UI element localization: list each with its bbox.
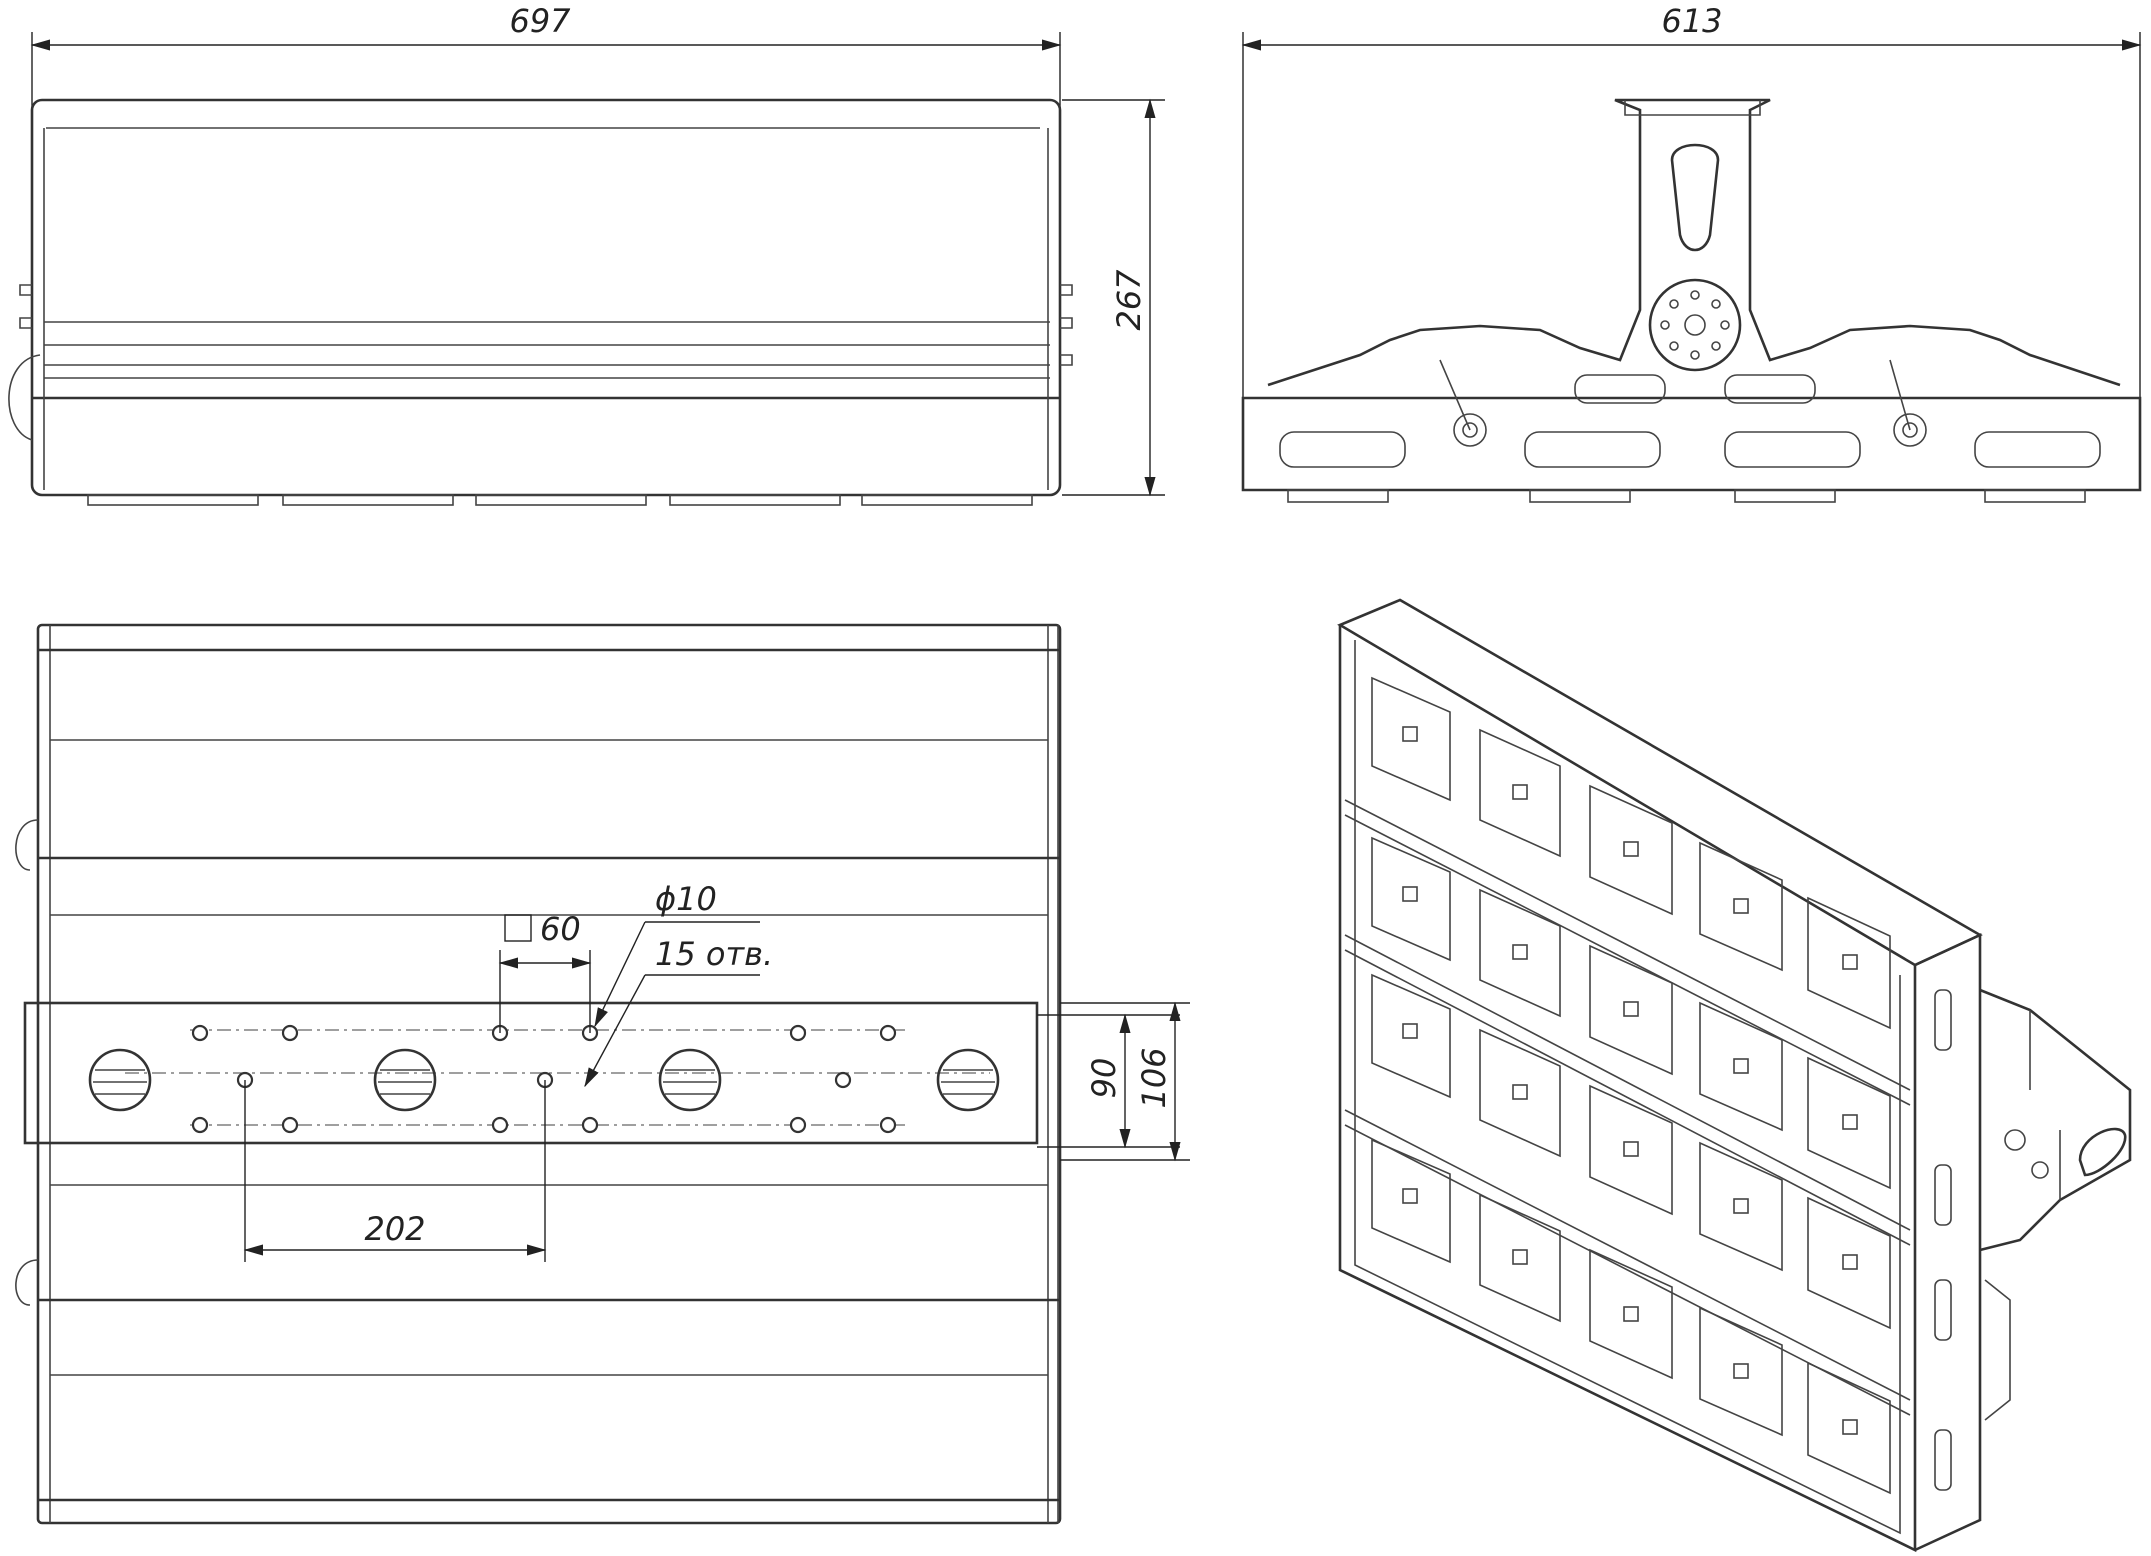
dim-hole-diameter: ϕ10 [655,880,717,918]
mounting-holes [191,1024,897,1134]
side-view: 613 [1241,2,2142,503]
dim-spacing-106: 106 [1135,1047,1173,1108]
dim-hole-spacing: 202 [364,1210,425,1248]
led-module-grid [1371,676,1891,1495]
led-chips [1402,726,1858,1435]
isometric-view [1337,598,2132,1553]
port-hole-hatching [93,1069,995,1095]
dim-width-side: 613 [1661,2,1722,40]
dim-width-front: 697 [509,2,571,40]
annotation-90-106: 90 106 [1037,1001,1190,1162]
annotation-square-60: 60 [498,910,592,1033]
dim-square: 60 [540,910,581,948]
annotation-hole-diameter: ϕ10 15 отв. [584,880,773,1088]
front-view: 697 267 [8,2,1165,506]
large-port-holes [88,1048,1000,1112]
dim-spacing-90: 90 [1085,1058,1123,1099]
dim-height: 267 [1110,269,1148,331]
annotation-202: 202 [243,1080,547,1262]
top-view: 60 ϕ10 15 отв. 90 106 202 [15,623,1190,1525]
dim-holes-count: 15 отв. [655,935,773,973]
